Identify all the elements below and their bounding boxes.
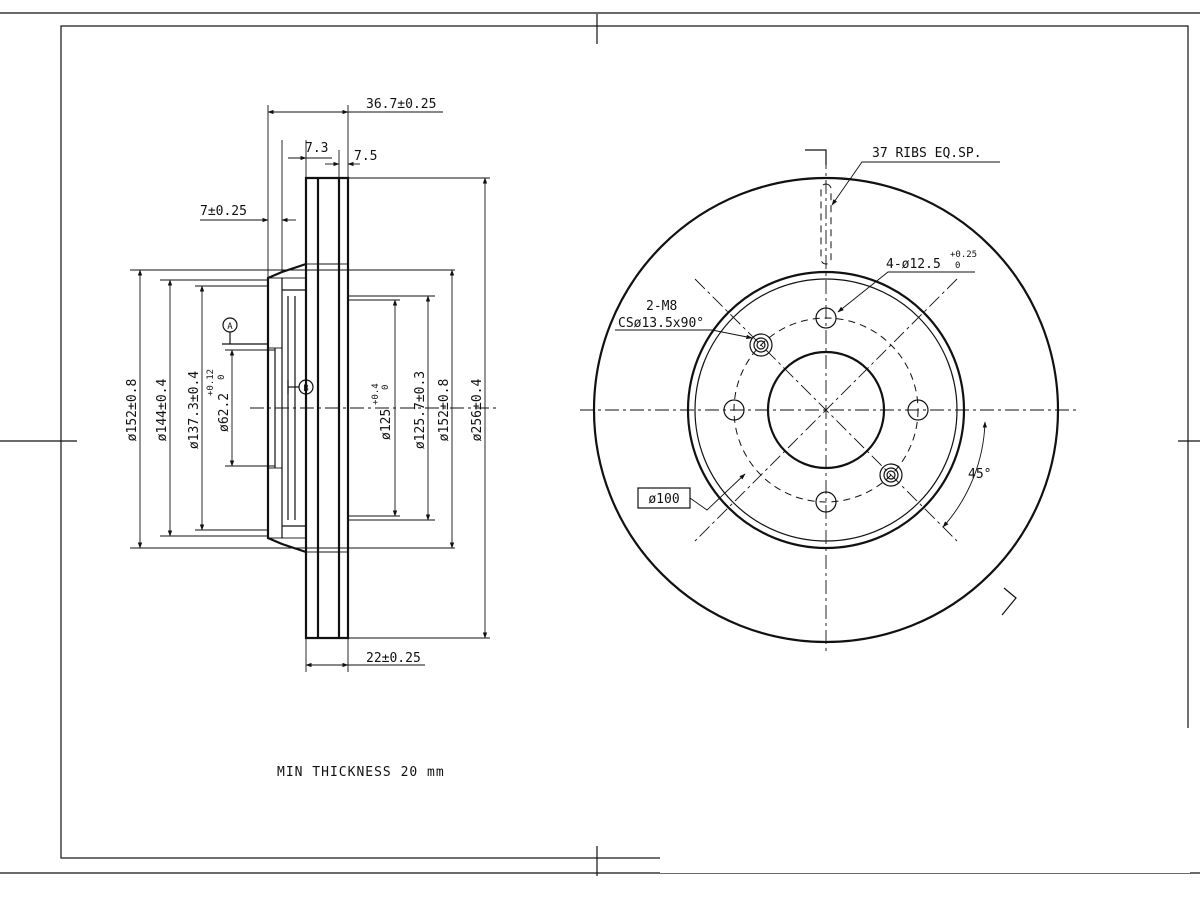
side-section-view: A B 36.7±0.25 7.3 7.5 7±0.25 22±0.25 ø15… <box>125 97 500 780</box>
dim-dia-152-outer: ø152±0.8 <box>125 379 140 442</box>
label-pcd: ø100 <box>648 492 679 507</box>
label-thread: 2-M8 <box>646 299 677 314</box>
dim-dia-137: ø137.3±0.4 <box>187 371 202 449</box>
bolt-circle <box>733 317 919 503</box>
extension-lines <box>130 105 490 672</box>
dim-disc-thickness: 22±0.25 <box>366 651 421 666</box>
label-countersink: CSø13.5x90° <box>618 316 704 331</box>
note-min-thickness: MIN THICKNESS 20 mm <box>277 765 445 780</box>
vent-rib-slot <box>820 183 832 265</box>
dim-dia-152-inner: ø152±0.8 <box>437 379 452 442</box>
dim-dia-144: ø144±0.4 <box>155 379 170 442</box>
dim-hub-thickness: 7±0.25 <box>200 204 247 219</box>
drawing-frame <box>0 12 1200 876</box>
label-bolt-holes-tolerance: +0.25 <box>950 250 977 260</box>
label-ribs: 37 RIBS EQ.SP. <box>872 146 982 161</box>
pcd-box <box>637 487 691 509</box>
dim-friction-thickness: 7.5 <box>354 149 377 164</box>
center-bore <box>766 350 886 470</box>
threaded-hole <box>749 333 773 357</box>
dim-dia-125-tolerance: +0.4 <box>371 383 381 405</box>
datum-a-label: A <box>227 322 233 332</box>
label-bolt-holes-tolerance-low: 0 <box>955 261 960 271</box>
bolt-holes <box>723 307 929 513</box>
datum-a-symbol: A <box>222 317 268 345</box>
dim-dia-62-tolerance-low: 0 <box>217 375 227 380</box>
dim-dia-256: ø256±0.4 <box>470 379 485 442</box>
label-angle: 45° <box>968 467 991 482</box>
dim-hat-offset: 7.3 <box>305 141 328 156</box>
bolt-hole <box>815 491 837 513</box>
bolt-hole <box>907 399 929 421</box>
threaded-holes <box>749 333 903 487</box>
label-bolt-holes: 4-ø12.5 <box>886 257 941 272</box>
friction-ring-inner-edge <box>686 270 966 550</box>
dimension-lines <box>137 109 488 668</box>
dim-overall-width: 36.7±0.25 <box>366 97 436 112</box>
dim-dia-62-tolerance: +0.12 <box>206 369 216 396</box>
datum-b-symbol: B <box>287 379 314 395</box>
dim-dia-125-tolerance-low: 0 <box>381 385 391 390</box>
bolt-hole <box>815 307 837 329</box>
disc-outer-edge <box>592 176 1060 644</box>
dim-dia-125: ø125 <box>379 409 394 440</box>
dim-dia-125-7: ø125.7±0.3 <box>413 371 428 449</box>
leader-lines <box>615 161 1000 528</box>
front-view: 37 RIBS EQ.SP. 4-ø12.5 +0.25 0 2-M8 CSø1… <box>580 146 1078 655</box>
section-cut-mark <box>805 149 1017 616</box>
datum-b-label: B <box>303 384 308 394</box>
threaded-hole <box>879 463 903 487</box>
dim-dia-62: ø62.2 <box>217 393 232 432</box>
bolt-hole <box>723 399 745 421</box>
